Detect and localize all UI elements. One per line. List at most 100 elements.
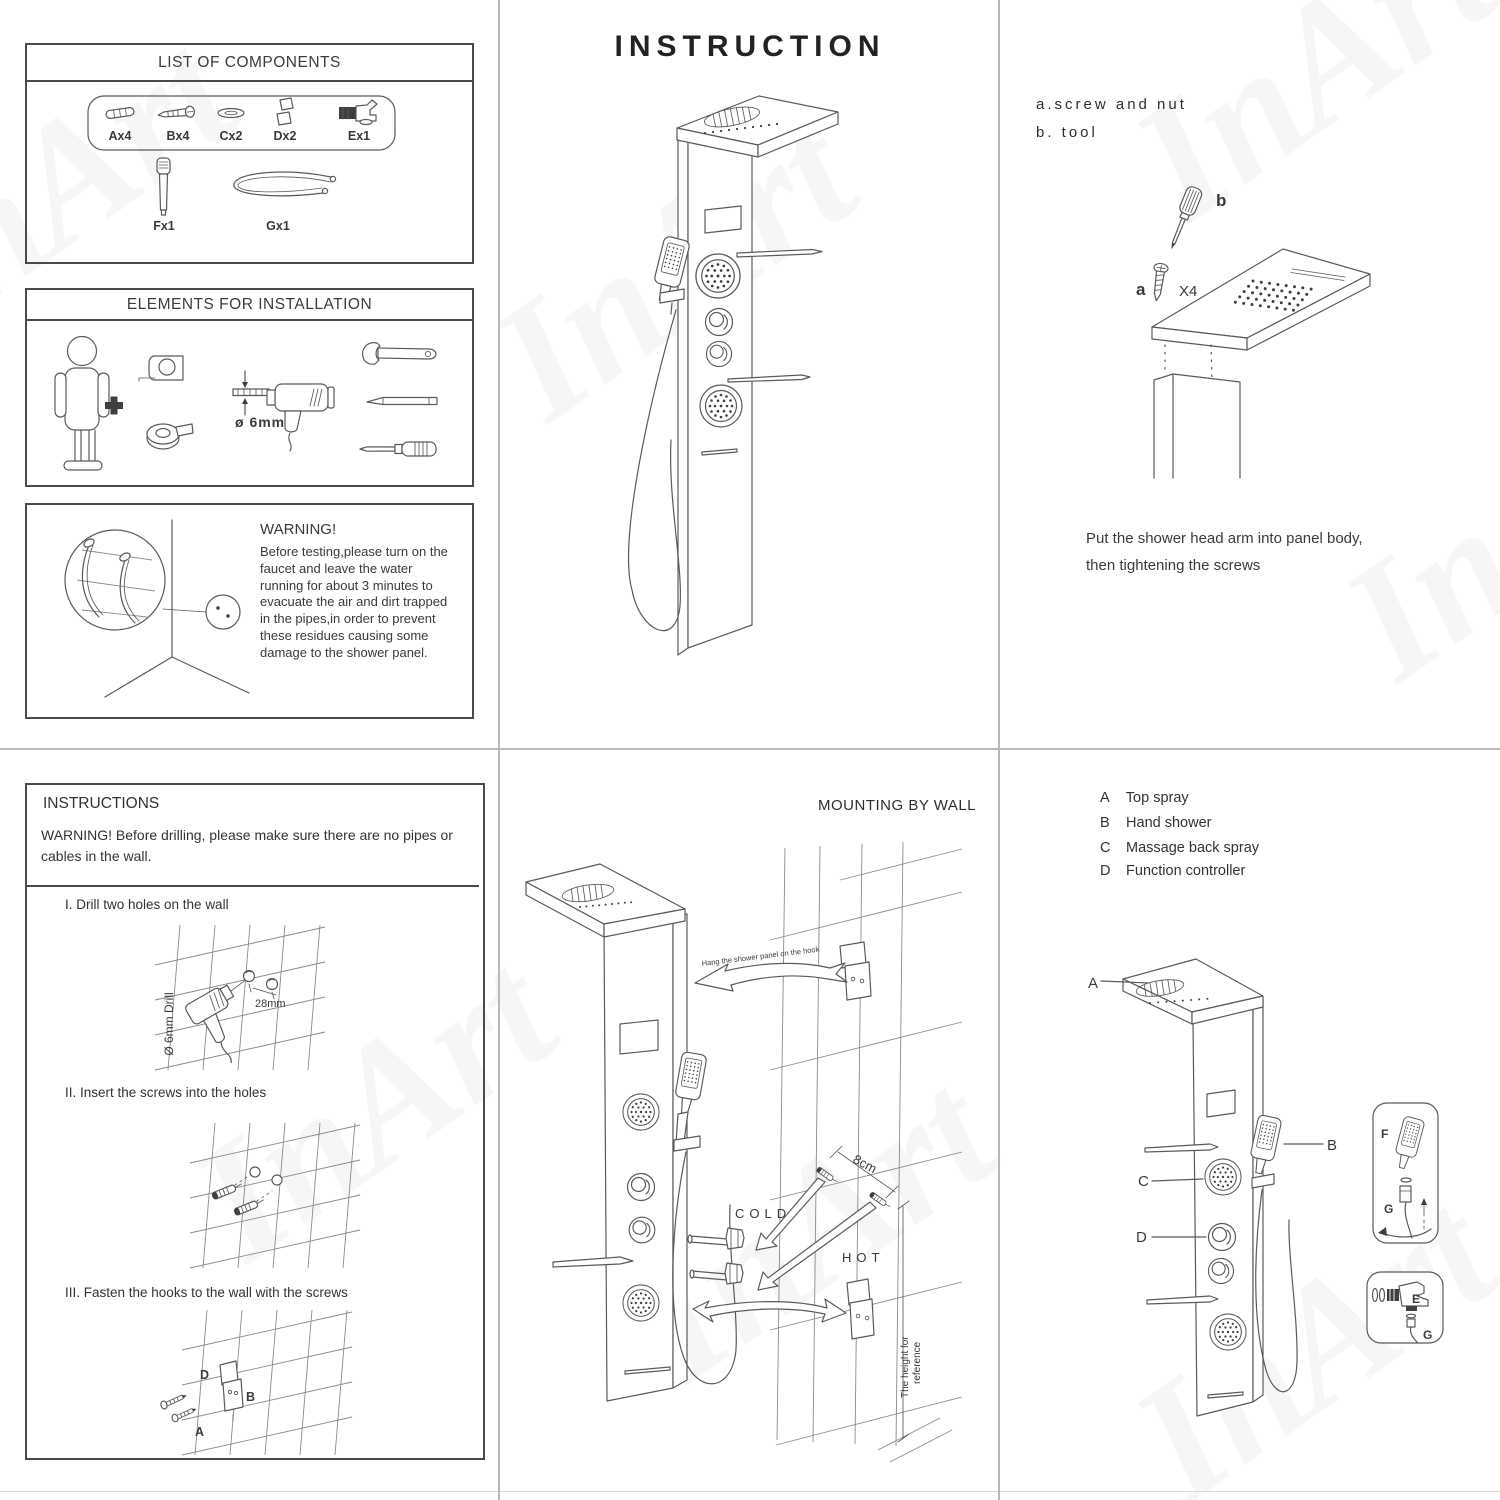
hot-label: HOT [842,1250,884,1265]
components-title: LIST OF COMPONENTS [27,45,472,82]
shelf [727,374,811,383]
elements-box: ELEMENTS FOR INSTALLATION [25,288,474,487]
screw-icon [160,1394,187,1410]
row-divider [0,748,1500,750]
screwdriver-icon [359,441,437,457]
component-label: Ex1 [348,129,370,143]
sheet-bottom-rule [0,1491,1500,1492]
cold-label: COLD [735,1206,791,1221]
warning-text-block: WARNING! Before testing,please turn on t… [260,521,458,662]
step-2: II. Insert the screws into the holes [65,1085,267,1100]
wall-anchor-icon [210,1181,244,1201]
callout-a: A [195,1425,204,1439]
column-divider [498,0,500,1500]
shower-hose [627,309,681,632]
callout-drawing: A B C D F G E [1088,958,1444,1417]
column-divider [998,0,1000,1500]
tile-grid [154,924,326,1071]
legend-key: A [1100,790,1110,806]
assembly-note-a: a.screw and nut [1036,96,1187,113]
tile-grid [181,1309,353,1456]
plus-icon [105,396,123,415]
svg-text:reference: reference [912,1341,923,1384]
mount-arrow [692,1298,847,1323]
component-label: Fx1 [153,219,175,233]
shower-panel-drawing [627,95,839,656]
callout-b: B [246,1390,255,1404]
legend-label: Hand shower [1126,815,1212,831]
callout-e: E [1412,1292,1420,1306]
component-label: Gx1 [266,219,290,233]
callout-g: G [1384,1202,1393,1216]
screwdriver-icon [1171,186,1203,250]
callout-f: F [1381,1127,1388,1141]
washer-icon [217,107,245,119]
panel-body-top [1153,373,1241,479]
massage-jet [695,253,741,299]
drill-bit-icon [232,370,270,416]
instruction-title: INSTRUCTION [614,30,886,63]
pencil-icon [366,396,438,406]
warning-body: Before testing,please turn on the faucet… [260,544,448,660]
callout-b: B [1327,1137,1337,1154]
svg-text:The height for: The height for [900,1336,911,1398]
tub-spout [701,448,738,456]
teflon-tape-icon [146,423,194,450]
lcd-display [704,205,742,234]
screw-icon [1153,262,1169,302]
anchor-distance-label: 8cm [851,1151,880,1176]
waterfall-spray-icon [704,106,760,128]
callout-d: D [200,1368,209,1382]
shower-hose [1255,1189,1298,1393]
elements-diagram: ø 6mm [54,335,438,471]
legend-item: A Top spray [1100,790,1189,806]
component-label: Bx4 [167,129,190,143]
drill-size-label: Ø 6mm Drill [162,992,176,1055]
wall-hook [846,1278,875,1340]
steps-diagrams: Ø 6mm Drill 28mm [154,924,361,1456]
step-3: III. Fasten the hooks to the wall with t… [65,1285,348,1300]
rain-spray-dots [703,122,779,135]
component-label: Ax4 [109,129,132,143]
assembly-caption-line1: Put the shower head arm into panel body, [1086,530,1363,547]
legend-key: C [1100,840,1111,856]
callout-c: C [1138,1173,1149,1190]
warning-diagram [64,519,250,698]
components-box: LIST OF COMPONENTS [25,43,474,264]
massage-jet [699,384,743,428]
height-note: The height for reference [900,1336,923,1398]
shower-holder [659,288,685,304]
step-1: I. Drill two holes on the wall [65,897,229,912]
legend-key: B [1100,815,1110,831]
callout-g: G [1423,1328,1432,1342]
legend-item: D Function controller [1100,863,1245,879]
tool-label: b [1216,191,1226,210]
arrow-cold [755,1177,826,1251]
mounting-drawing: 8cm Hang the shower panel on the hook CO… [525,841,963,1463]
legend-item: B Hand shower [1100,815,1211,831]
screw-icon [157,105,196,118]
component-label: Cx2 [220,129,243,143]
hook-plate-b [222,1378,244,1412]
legend-label: Top spray [1125,790,1189,806]
callout-a: A [1088,975,1098,992]
component-label: Dx2 [274,129,297,143]
legend-label: Function controller [1126,863,1246,879]
screw-qty: X4 [1179,283,1197,300]
drill-icon [266,383,335,452]
head-assembly-drawing: b a X4 [1136,186,1371,479]
steps-divider [27,885,479,887]
wall-grid [769,841,963,1463]
steps-box: INSTRUCTIONS WARNING! Before drilling, p… [25,783,485,1460]
shower-head-slab [1151,248,1371,351]
wall-anchor-icon [232,1197,266,1217]
supply-pipes [687,1227,745,1285]
person-icon [54,335,110,471]
bracket-hose-inset: E G [1366,1271,1444,1344]
legend-label: Massage back spray [1126,840,1260,856]
elements-title: ELEMENTS FOR INSTALLATION [27,290,472,321]
wall-hook [839,941,872,1001]
assembly-caption-line2: then tightening the screws [1086,557,1261,574]
arrow-hot [757,1201,877,1291]
